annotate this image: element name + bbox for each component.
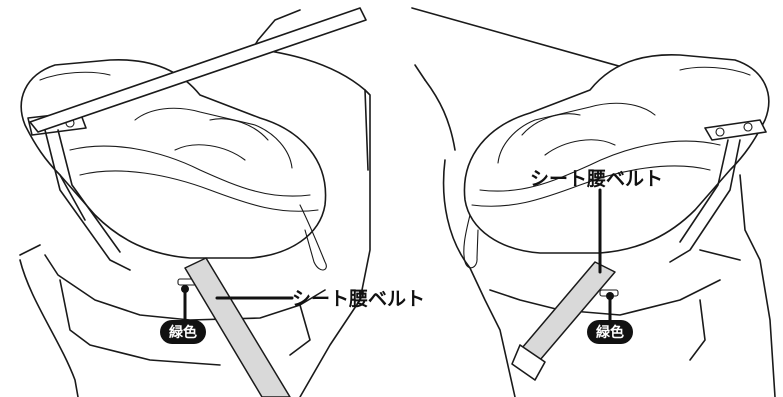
left-badge-dot xyxy=(181,285,189,293)
left-color-badge xyxy=(160,320,206,344)
left-color-badge-text: 緑色 xyxy=(169,324,197,341)
left-belt-label: シート腰ベルト xyxy=(292,288,425,310)
right-belt-label: シート腰ベルト xyxy=(530,168,663,190)
right-badge-dot xyxy=(606,292,614,300)
right-color-badge-text: 緑色 xyxy=(596,324,624,341)
left-illustration xyxy=(19,7,371,397)
right-color-badge xyxy=(587,320,633,344)
right-illustration xyxy=(411,7,776,397)
